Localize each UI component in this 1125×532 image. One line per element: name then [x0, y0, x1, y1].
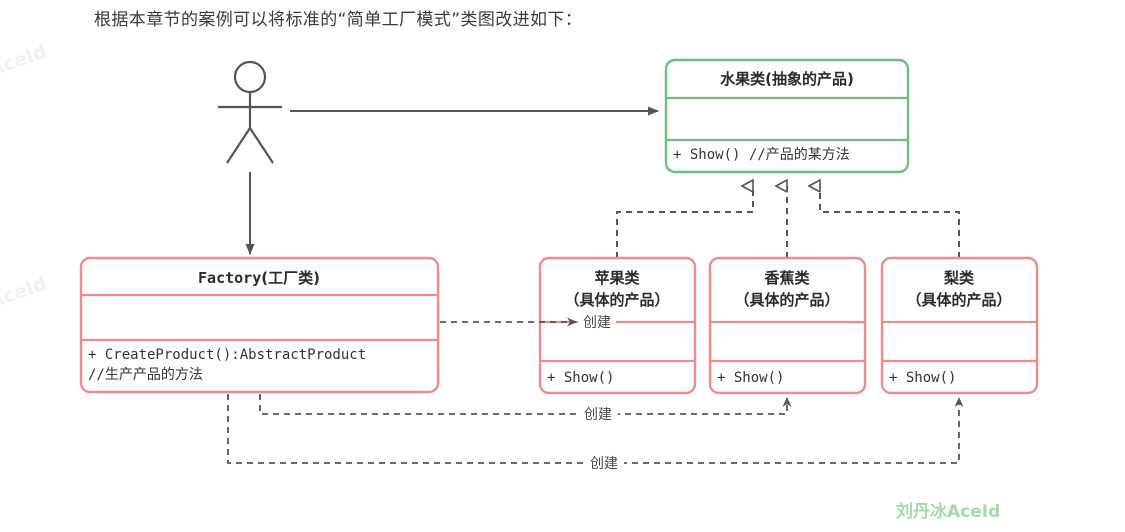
- edge-label-create-apple: 创建: [583, 315, 611, 331]
- class-title-banana-line2: （具体的产品）: [734, 291, 839, 309]
- class-title-apple-line1: 苹果类: [594, 269, 640, 287]
- class-box-factory[interactable]: Factory(工厂类) + CreateProduct():AbstractP…: [79, 256, 440, 394]
- edge-label-bg-apple: [578, 311, 616, 333]
- edge-create-pear: 创建: [227, 394, 964, 474]
- class-title-pear-line2: （具体的产品）: [906, 291, 1011, 309]
- class-title-factory-cn: (工厂类): [261, 269, 320, 287]
- class-box-fruit-abstract[interactable]: 水果类(抽象的产品) + Show() //产品的某方法: [664, 58, 910, 174]
- class-title-fruit-abstract: 水果类(抽象的产品): [720, 70, 854, 88]
- watermark-brand: 刘丹冰AceId: [896, 502, 1001, 522]
- class-title-factory: Factory(工厂类): [198, 269, 320, 287]
- edge-create-banana: 创建: [259, 394, 792, 425]
- class-title-factory-mono: Factory: [198, 269, 261, 287]
- class-box-pear[interactable]: 梨类 （具体的产品） + Show(): [880, 256, 1039, 395]
- class-method-apple-show: + Show(): [547, 370, 614, 386]
- edge-label-bg-banana: [578, 404, 618, 425]
- class-method-factory-create: + CreateProduct():AbstractProduct: [88, 347, 366, 363]
- edge-create-apple: 创建: [440, 311, 616, 333]
- class-method-fruit-show: + Show() //产品的某方法: [673, 147, 850, 163]
- edge-realize-pear: [820, 186, 960, 258]
- class-method-factory-comment: //生产产品的方法: [88, 367, 203, 383]
- page-caption: 根据本章节的案例可以将标准的“简单工厂模式”类图改进如下：: [94, 10, 583, 30]
- class-title-apple-line2: （具体的产品）: [564, 291, 669, 309]
- actor-stick-figure: [218, 60, 282, 164]
- edge-label-bg-pear: [584, 453, 624, 474]
- class-box-banana[interactable]: 香蕉类 （具体的产品） + Show(): [708, 256, 867, 395]
- edge-realize-apple: [616, 186, 754, 258]
- edge-label-create-banana: 创建: [584, 407, 612, 423]
- class-title-pear-line1: 梨类: [943, 269, 975, 287]
- class-method-pear-show: + Show(): [889, 370, 956, 386]
- class-box-apple[interactable]: 苹果类 （具体的产品） + Show(): [538, 256, 697, 395]
- class-method-banana-show: + Show(): [717, 370, 784, 386]
- class-title-banana-line1: 香蕉类: [764, 269, 810, 287]
- edge-label-create-pear: 创建: [590, 456, 618, 472]
